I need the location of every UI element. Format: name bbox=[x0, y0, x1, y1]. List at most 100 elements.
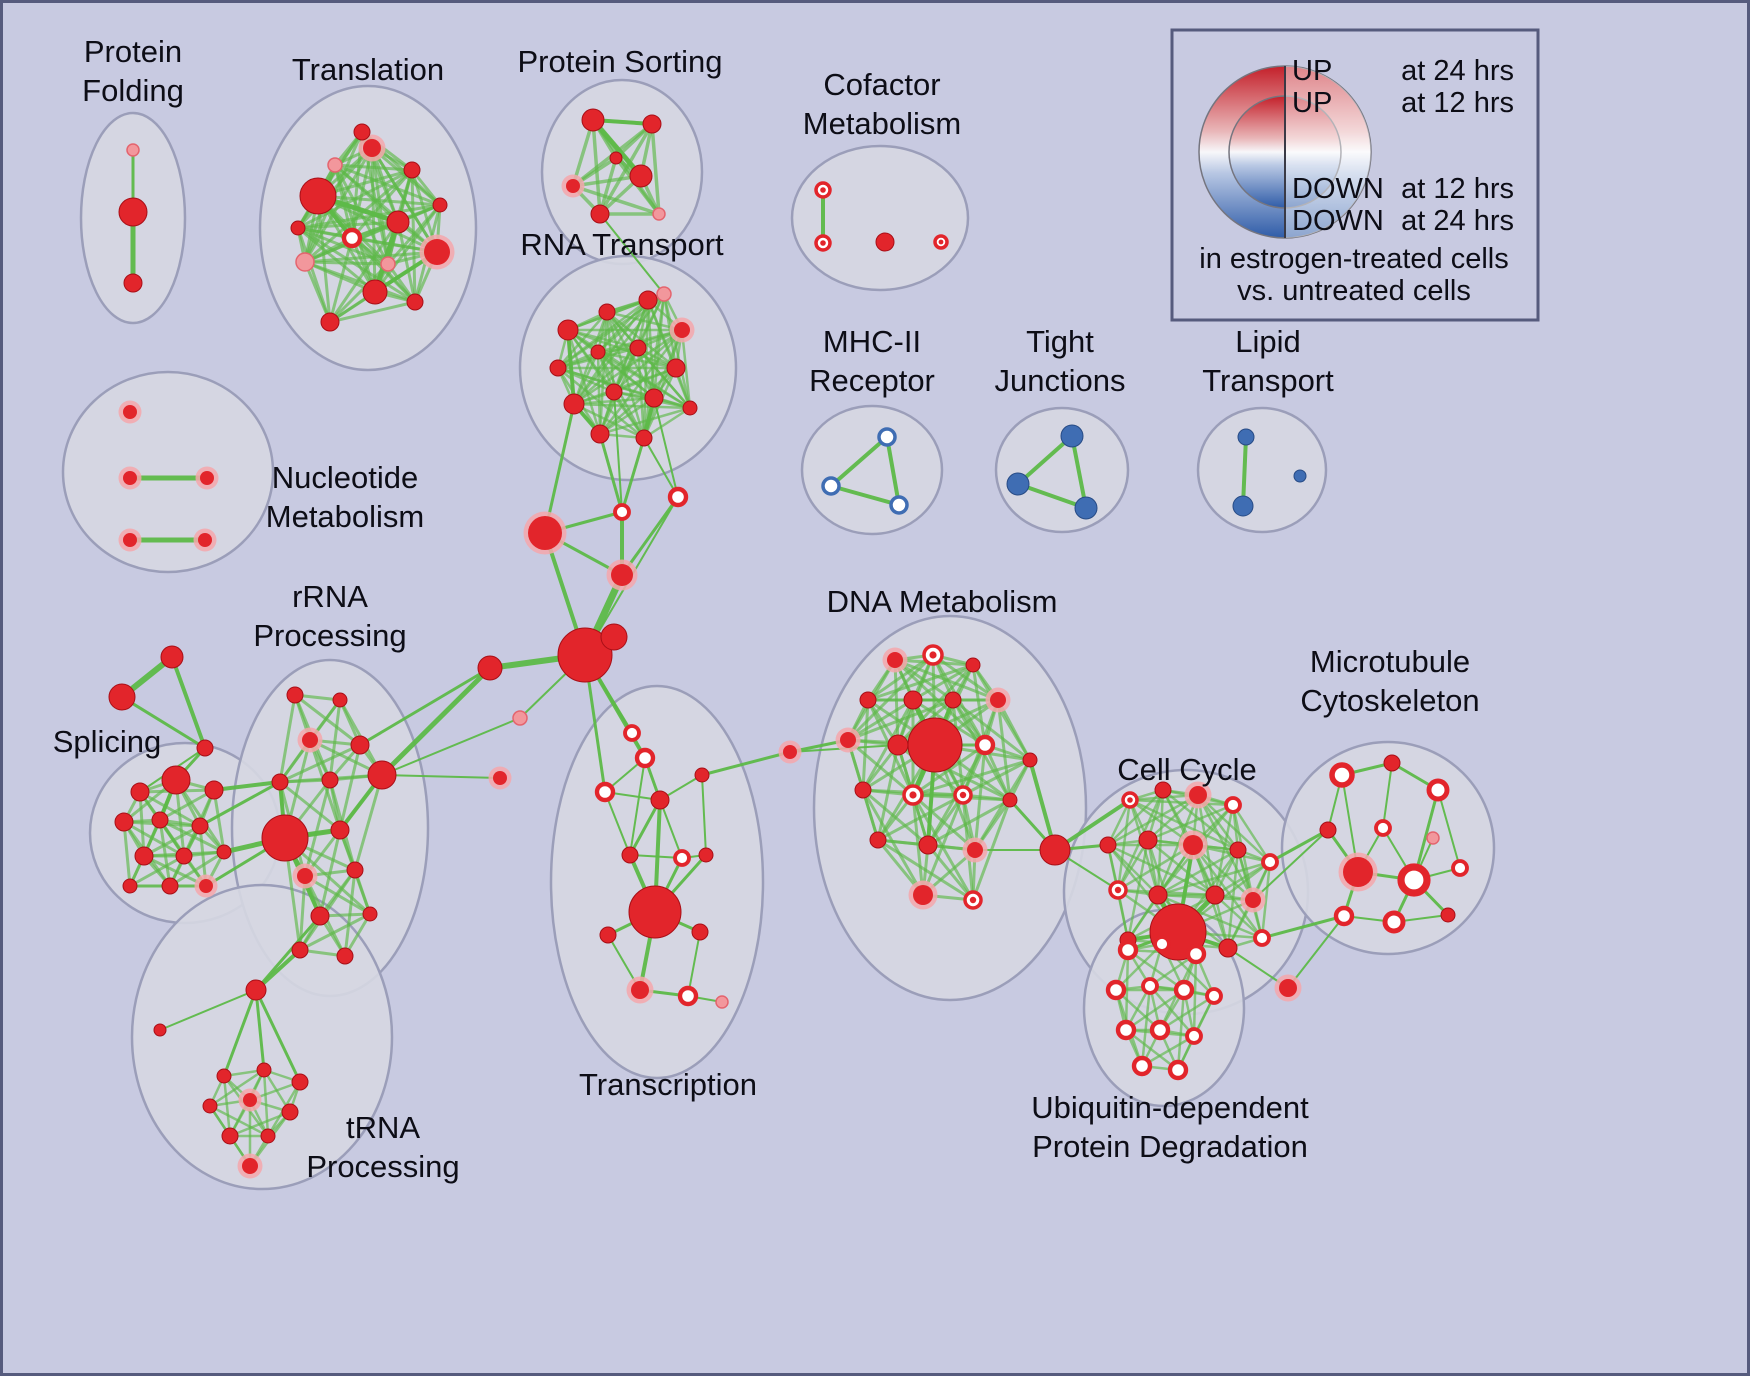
node-F-6 bbox=[477, 655, 503, 681]
node-PS-1 bbox=[642, 114, 662, 134]
node-TR-13 bbox=[380, 256, 396, 272]
node-LT-2 bbox=[1293, 469, 1307, 483]
node-PS-2 bbox=[566, 179, 580, 193]
node-TR-11 bbox=[290, 220, 306, 236]
node-TN-9 bbox=[260, 1128, 276, 1144]
node-RR-3 bbox=[350, 735, 370, 755]
edge-CC bbox=[1156, 893, 1264, 940]
edge-RT bbox=[612, 366, 678, 394]
node-DM-17 bbox=[918, 835, 938, 855]
edge-TN bbox=[222, 1074, 232, 1138]
node-CC-0-core bbox=[1127, 797, 1133, 803]
node-MC-7 bbox=[1397, 863, 1431, 897]
node-MC-1 bbox=[1383, 754, 1401, 772]
edge-RT bbox=[636, 346, 646, 440]
node-TR-1 bbox=[363, 139, 381, 157]
edge-DM bbox=[951, 698, 1032, 762]
edge-TR bbox=[328, 220, 400, 324]
edge-TX bbox=[701, 774, 707, 856]
node-SP-6 bbox=[134, 846, 154, 866]
node-SP-11 bbox=[199, 879, 213, 893]
node-TN-7 bbox=[281, 1103, 299, 1121]
edge-link bbox=[653, 397, 679, 498]
node-TX-2 bbox=[650, 790, 670, 810]
node-CM-0-core bbox=[820, 187, 826, 193]
edge-CC bbox=[1260, 860, 1272, 940]
edge-RT bbox=[572, 402, 692, 410]
node-RR-8 bbox=[330, 820, 350, 840]
edge-DM bbox=[866, 653, 935, 702]
edge-TN bbox=[262, 1068, 270, 1138]
edge-link bbox=[198, 780, 282, 828]
node-NM-1 bbox=[123, 471, 137, 485]
node-CC-2 bbox=[1189, 786, 1207, 804]
node-DM-1-core bbox=[929, 651, 937, 659]
node-F-7 bbox=[512, 710, 528, 726]
node-SG-1 bbox=[108, 683, 136, 711]
node-CC-10 bbox=[1148, 885, 1168, 905]
node-F-11 bbox=[1039, 834, 1071, 866]
node-MC-11 bbox=[1440, 907, 1456, 923]
node-CC-15 bbox=[1218, 938, 1238, 958]
cluster-ellipse-TJ bbox=[994, 406, 1130, 534]
node-TR-8 bbox=[320, 312, 340, 332]
edge-link bbox=[1268, 828, 1330, 864]
edge-MC bbox=[1287, 915, 1345, 989]
node-NM-2 bbox=[200, 471, 214, 485]
node-TR-2 bbox=[403, 161, 421, 179]
node-TN-3 bbox=[256, 1062, 272, 1078]
node-TR-12 bbox=[432, 197, 448, 213]
edge-TR bbox=[328, 262, 390, 324]
edge-SP bbox=[122, 820, 132, 888]
edge-RR bbox=[343, 868, 357, 958]
edge-TR bbox=[396, 220, 417, 304]
node-RR-4 bbox=[271, 773, 289, 791]
node-TR-4 bbox=[295, 252, 315, 272]
legend-down-24-label: DOWN bbox=[1292, 205, 1384, 237]
node-PS-3 bbox=[629, 164, 653, 188]
node-TX-10 bbox=[677, 985, 699, 1007]
node-NM-4 bbox=[198, 533, 212, 547]
node-DM-16 bbox=[869, 831, 887, 849]
node-RR-7 bbox=[261, 814, 309, 862]
edge-TR bbox=[333, 163, 390, 266]
node-TN-4 bbox=[291, 1073, 309, 1091]
node-CC-7 bbox=[1229, 841, 1247, 859]
cluster-label-SP: Splicing bbox=[53, 724, 162, 759]
legend-up-24-time: at 24 hrs bbox=[1401, 55, 1514, 87]
node-SG-2 bbox=[196, 739, 214, 757]
node-TN-0 bbox=[245, 979, 267, 1001]
node-TR-5 bbox=[386, 210, 410, 234]
node-PF-0 bbox=[126, 143, 140, 157]
edge-MH bbox=[829, 484, 901, 507]
edge-RR bbox=[328, 698, 342, 782]
cluster-ellipse-NM bbox=[61, 370, 275, 574]
edge-SP bbox=[138, 790, 202, 828]
edge-CC bbox=[1213, 893, 1264, 940]
node-TN-2 bbox=[216, 1068, 232, 1084]
edge-TR bbox=[328, 300, 417, 324]
edge-TN bbox=[208, 1068, 266, 1108]
edge-PS bbox=[650, 122, 661, 216]
node-TN-5 bbox=[202, 1098, 218, 1114]
node-SP-8 bbox=[216, 844, 232, 860]
edge-CC bbox=[1146, 803, 1235, 842]
node-LT-1 bbox=[1232, 495, 1254, 517]
node-RR-2 bbox=[302, 732, 318, 748]
node-MC-9 bbox=[1333, 905, 1355, 927]
cluster-label-RT: RNA Transport bbox=[520, 227, 724, 262]
edge-TR bbox=[328, 236, 354, 324]
edge-SG bbox=[120, 695, 207, 750]
edge-RT bbox=[642, 292, 666, 440]
edge-CC bbox=[1106, 788, 1165, 847]
node-MC-0 bbox=[1329, 762, 1355, 788]
node-DM-19 bbox=[913, 885, 933, 905]
edge-DM bbox=[911, 743, 987, 797]
edge-TR bbox=[296, 226, 439, 254]
node-CC-3 bbox=[1224, 796, 1242, 814]
node-RT-2 bbox=[638, 290, 658, 310]
